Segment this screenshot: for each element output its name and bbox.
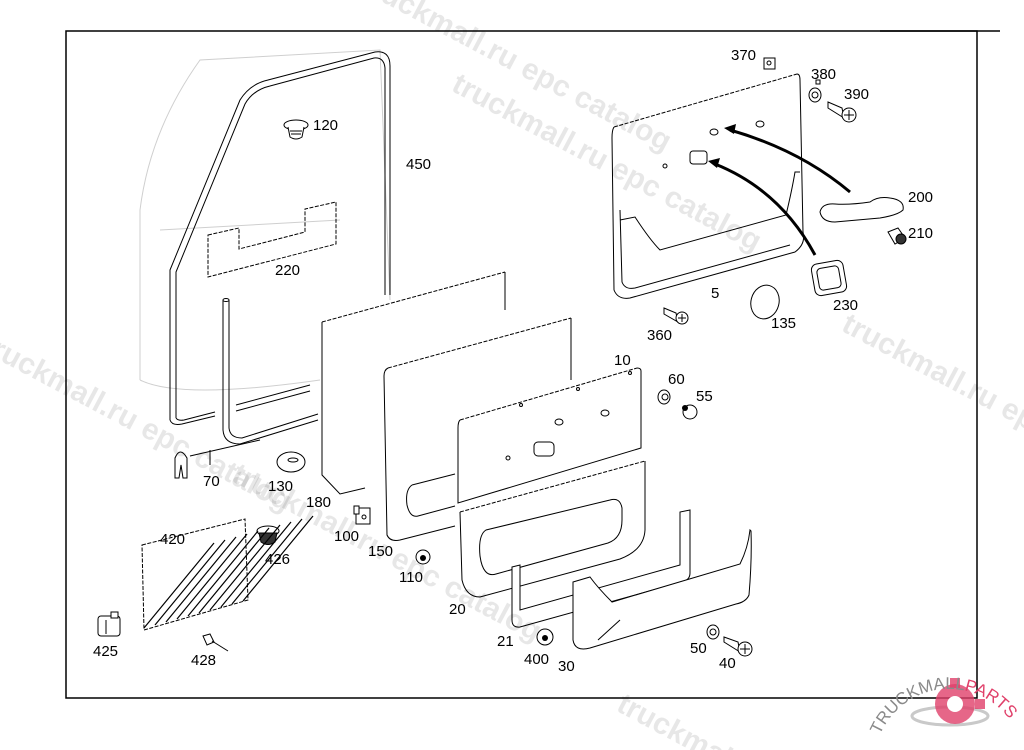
part-370-clip[interactable] [763, 57, 776, 70]
label-55: 55 [696, 388, 713, 405]
part-130-grommet[interactable] [276, 451, 306, 473]
part-420-mesh[interactable] [141, 515, 314, 631]
part-20-lower-panel[interactable] [459, 460, 646, 598]
mesh-hatch-line [176, 533, 248, 620]
part-100-clip[interactable] [353, 505, 371, 525]
label-200: 200 [908, 189, 933, 206]
part-40-screw[interactable] [723, 636, 753, 657]
label-180: 180 [306, 494, 331, 511]
watermark-text: truckmall.ru epc catalog [837, 307, 1024, 498]
label-20: 20 [449, 601, 466, 618]
label-360: 360 [647, 327, 672, 344]
label-70: 70 [203, 473, 220, 490]
mesh-hatch-line [242, 515, 314, 602]
label-210: 210 [908, 225, 933, 242]
label-135: 135 [771, 315, 796, 332]
mesh-hatch-line [165, 536, 237, 623]
part-110-nut[interactable] [415, 549, 431, 565]
part-labels: 120 450 220 70 130 180 100 150 110 420 4… [93, 47, 933, 675]
label-120: 120 [313, 117, 338, 134]
part-135-cap[interactable] [747, 282, 783, 322]
label-40: 40 [719, 655, 736, 672]
label-150: 150 [368, 543, 393, 560]
part-450-window-seal[interactable] [169, 51, 391, 425]
truckmallparts-logo: TRUCKMALLPARTS [866, 674, 1021, 737]
mesh-hatch-line [154, 539, 226, 626]
mesh-hatch-line [209, 524, 281, 611]
part-30-armrest-trim[interactable] [572, 528, 752, 650]
part-360-screw[interactable] [663, 307, 689, 325]
mesh-hatch-line [220, 521, 292, 608]
label-450: 450 [406, 156, 431, 173]
label-426: 426 [265, 551, 290, 568]
label-10: 10 [614, 352, 631, 369]
part-5-door-panel[interactable] [611, 73, 821, 299]
mesh-hatch-line [143, 542, 215, 629]
part-425-clip[interactable] [97, 611, 121, 637]
label-230: 230 [833, 297, 858, 314]
label-425: 425 [93, 643, 118, 660]
assembly-arrows [708, 124, 851, 256]
watermark-text: truckmall.ru epc catalog [357, 0, 677, 158]
part-60-washer[interactable] [657, 389, 671, 405]
label-100: 100 [334, 528, 359, 545]
part-380-washer[interactable] [808, 87, 822, 103]
part-120-plug[interactable] [283, 119, 309, 140]
leader-70 [189, 439, 261, 457]
part-150-foil[interactable] [383, 317, 572, 541]
part-210-screw[interactable] [887, 227, 907, 245]
part-10-trim-panel[interactable] [457, 367, 642, 504]
part-400-nut[interactable] [536, 628, 554, 646]
label-400: 400 [524, 651, 549, 668]
label-380: 380 [811, 66, 836, 83]
label-428: 428 [191, 652, 216, 669]
part-200-handle[interactable] [819, 197, 904, 223]
gear-icon [910, 678, 990, 727]
part-220-sheet[interactable] [207, 201, 337, 278]
part-428-pin[interactable] [202, 633, 229, 652]
part-180-foil[interactable] [235, 271, 506, 495]
label-420: 420 [160, 531, 185, 548]
part-230-bezel[interactable] [810, 259, 848, 297]
part-50-washer[interactable] [706, 624, 720, 640]
diagram-frame [65, 30, 978, 699]
part-70-sleeve[interactable] [222, 298, 319, 445]
label-370: 370 [731, 47, 756, 64]
label-130: 130 [268, 478, 293, 495]
mesh-hatch-line [198, 527, 270, 614]
label-60: 60 [668, 371, 685, 388]
label-50: 50 [690, 640, 707, 657]
label-5: 5 [711, 285, 719, 302]
label-390: 390 [844, 86, 869, 103]
label-30: 30 [558, 658, 575, 675]
mesh-hatch-line [187, 530, 259, 617]
mesh-hatch-line [231, 518, 303, 605]
label-220: 220 [275, 262, 300, 279]
door-shell-ghost [139, 49, 391, 391]
label-21: 21 [497, 633, 514, 650]
part-390-screw[interactable] [827, 101, 857, 123]
label-110: 110 [399, 569, 423, 586]
part-70-clip[interactable] [174, 451, 188, 479]
part-55-plug[interactable] [682, 404, 698, 420]
